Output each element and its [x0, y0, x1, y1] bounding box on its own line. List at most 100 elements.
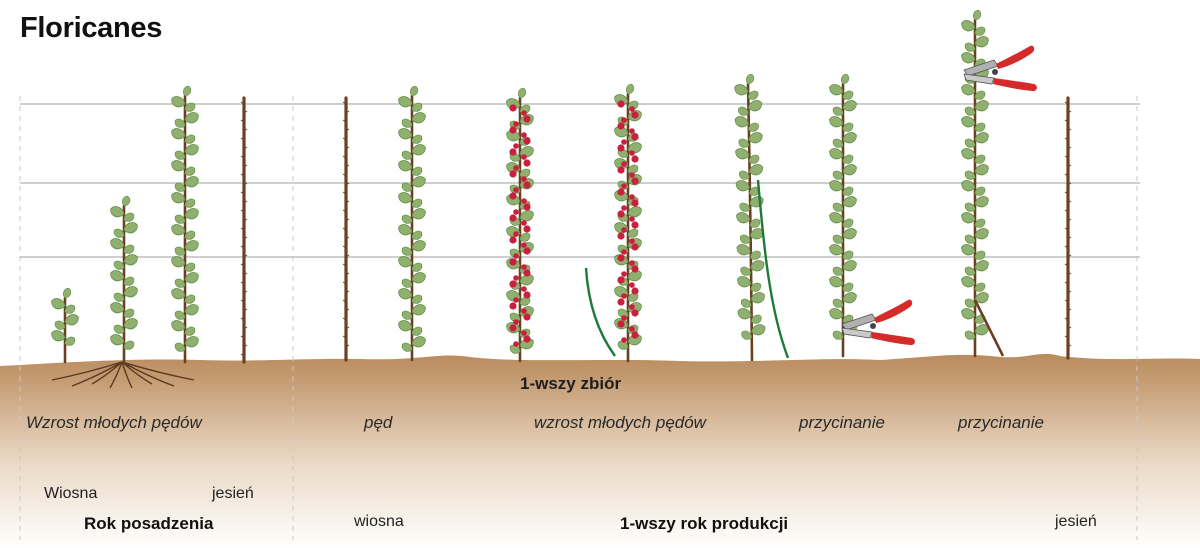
berry-icon: [617, 100, 625, 108]
leaf-icon: [184, 294, 196, 304]
berry-icon: [523, 247, 531, 255]
leaf-icon: [748, 154, 760, 164]
berry-icon: [513, 253, 519, 259]
thorn: [1064, 137, 1069, 141]
leaf-icon: [739, 234, 751, 244]
leaf-icon: [519, 232, 531, 242]
leaf-icon: [171, 128, 186, 140]
leaf-icon: [110, 270, 125, 282]
berry-icon: [523, 225, 531, 233]
cane-plant: [829, 73, 857, 358]
leaf-icon: [518, 87, 527, 99]
thorn: [342, 227, 347, 231]
berry-icon: [523, 313, 531, 321]
season-label-autumn-production: jesień: [1055, 513, 1097, 530]
leaf-icon: [974, 228, 989, 240]
leaf-icon: [401, 278, 413, 288]
leaf-icon: [411, 294, 423, 304]
soil-ground: [0, 353, 1200, 548]
leaf-icon: [961, 84, 976, 96]
root: [91, 361, 123, 385]
thorn: [1067, 110, 1072, 114]
thorn: [345, 164, 350, 168]
leaf-icon: [961, 308, 976, 320]
thorn: [240, 263, 245, 267]
cane-stem: [746, 82, 754, 362]
thorn: [240, 227, 245, 231]
thorn: [1064, 227, 1069, 231]
thorn: [342, 317, 347, 321]
thorn: [345, 326, 350, 330]
berry-icon: [621, 337, 627, 343]
leaf-icon: [113, 228, 125, 238]
leaf-icon: [842, 90, 854, 100]
berry-icon: [629, 282, 635, 288]
berry-icon: [631, 287, 639, 295]
leaf-icon: [110, 206, 125, 218]
thorn: [1067, 326, 1072, 330]
stage-label-pruning-1: przycinanie: [799, 413, 885, 432]
leaf-icon: [123, 222, 138, 234]
leaf-icon: [964, 170, 976, 180]
leaf-icon: [964, 202, 976, 212]
thorn: [1067, 182, 1072, 186]
leaf-icon: [832, 170, 844, 180]
leaf-icon: [398, 256, 413, 268]
leaf-icon: [398, 128, 413, 140]
leaf-icon: [737, 276, 752, 288]
berry-icon: [513, 187, 519, 193]
leaf-icon: [961, 20, 976, 32]
thorn: [243, 200, 248, 204]
soil: [0, 353, 1200, 548]
berry-icon: [509, 258, 517, 266]
leaf-icon: [122, 195, 131, 207]
diagram-title: Floricanes: [20, 12, 163, 44]
thorn: [243, 344, 248, 348]
berry-icon: [521, 330, 527, 336]
leaf-icon: [171, 256, 186, 268]
berry-icon: [629, 150, 635, 156]
berry-icon: [513, 275, 519, 281]
leaf-icon: [51, 298, 66, 310]
thorn: [1064, 281, 1069, 285]
leaf-icon: [54, 320, 66, 330]
berry-icon: [629, 172, 635, 178]
leaf-icon: [974, 250, 986, 260]
berry-icon: [629, 106, 635, 112]
leaf-icon: [398, 320, 413, 332]
thorn: [342, 155, 347, 159]
plants: [51, 9, 1072, 389]
berry-icon: [521, 110, 527, 116]
berry-icon: [509, 192, 517, 200]
berry-icon: [631, 265, 639, 273]
leaf-icon: [842, 260, 857, 272]
thorn: [1067, 254, 1072, 258]
leaf-icon: [184, 198, 196, 208]
leaf-icon: [961, 52, 976, 64]
root: [51, 361, 123, 381]
thorn: [342, 335, 347, 339]
shears-handle: [996, 45, 1035, 69]
berry-icon: [617, 188, 625, 196]
leaf-icon: [829, 244, 844, 256]
thorn: [240, 137, 245, 141]
leaf-icon: [974, 218, 986, 228]
green-cane: [756, 179, 790, 359]
thorn: [342, 191, 347, 195]
leaf-icon: [832, 234, 844, 244]
leaf-icon: [410, 85, 419, 97]
leaf-icon: [741, 330, 752, 340]
leaf-icon: [974, 26, 986, 36]
cane-plant: [614, 83, 642, 363]
leaf-icon: [829, 84, 844, 96]
berry-icon: [523, 291, 531, 299]
berry-icon: [631, 177, 639, 185]
berry-icon: [521, 176, 527, 182]
thorn: [1064, 299, 1069, 303]
leaf-icon: [974, 90, 986, 100]
thorn: [1067, 344, 1072, 348]
leaf-icon: [171, 96, 186, 108]
leaf-icon: [974, 100, 989, 112]
berry-icon: [509, 280, 517, 288]
leaf-icon: [736, 244, 751, 256]
